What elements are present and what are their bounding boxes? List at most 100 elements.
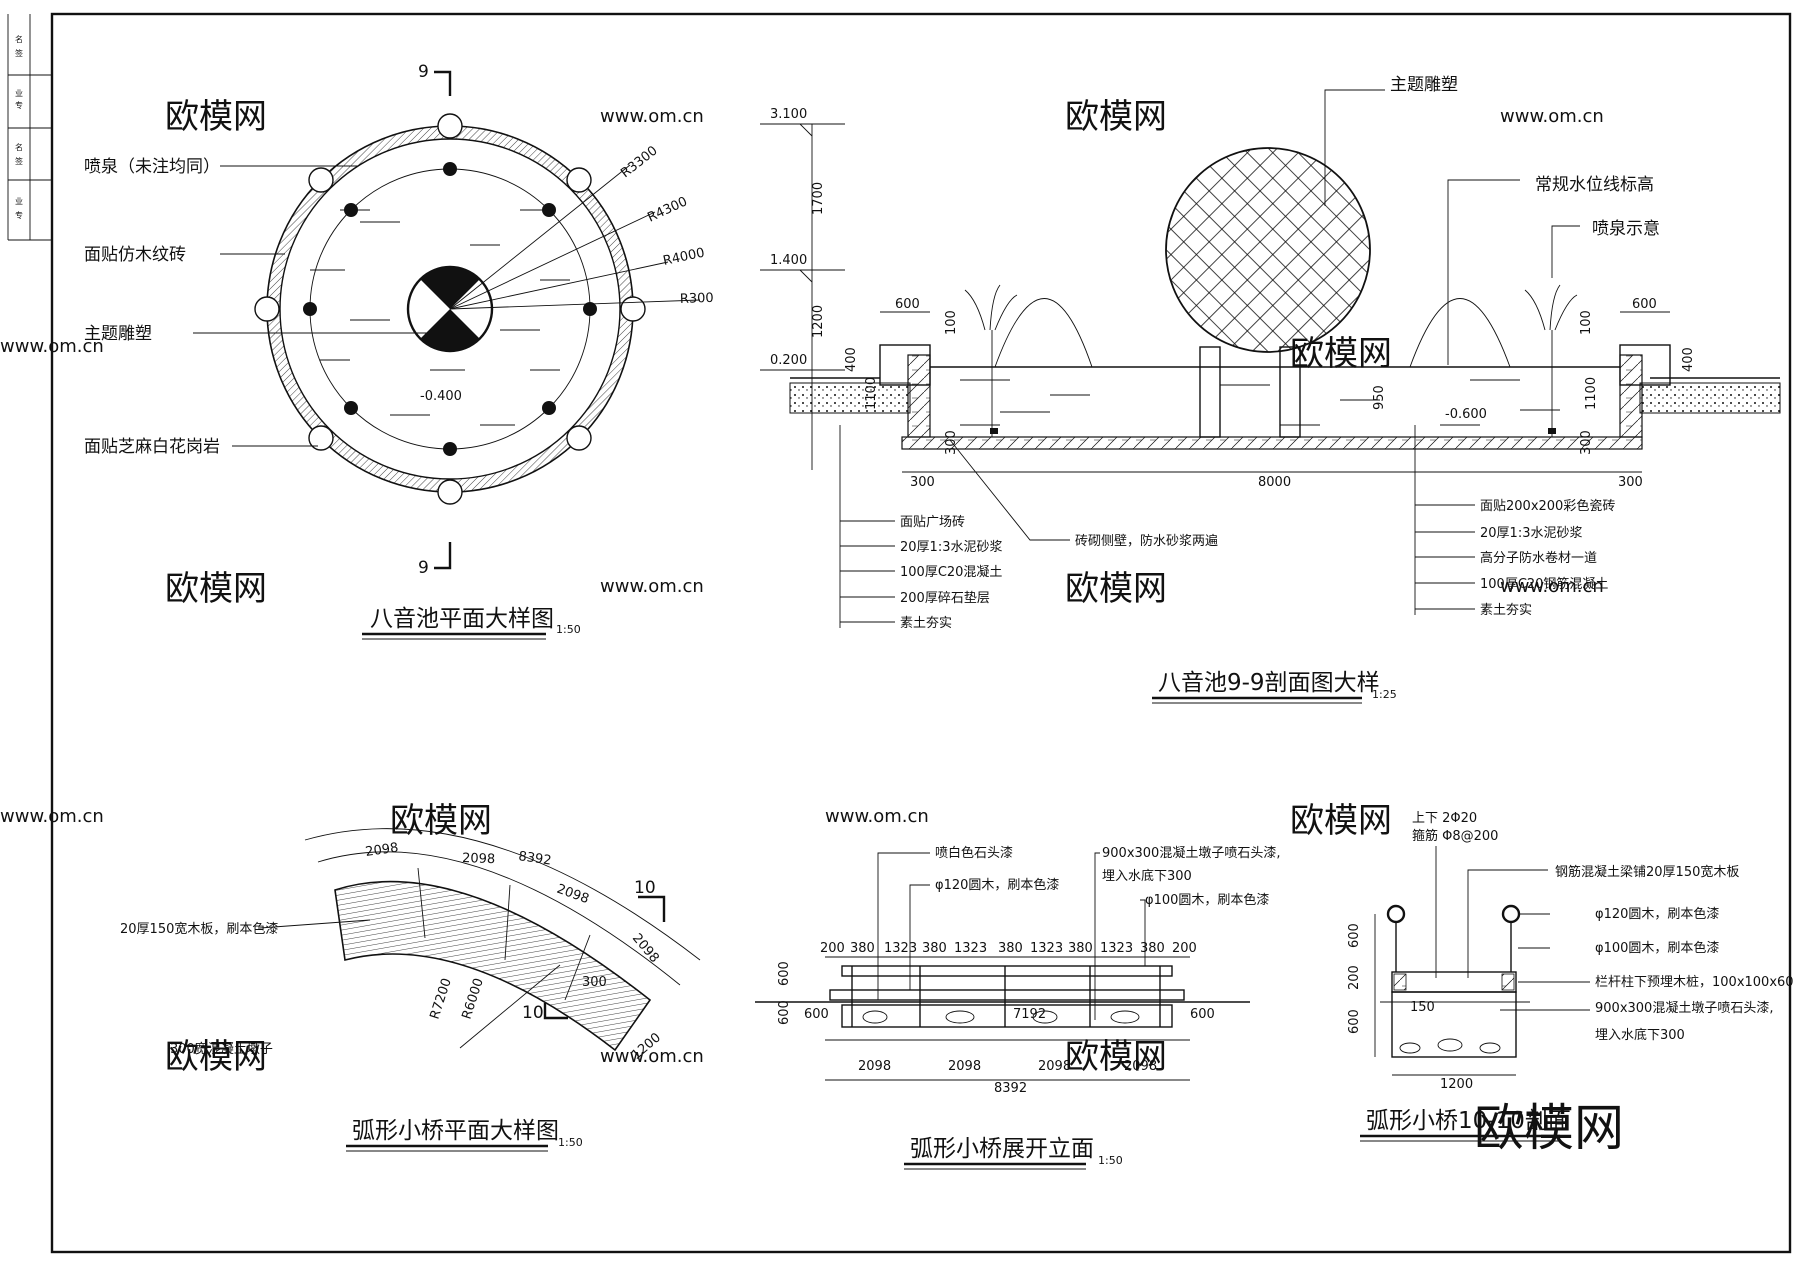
level-label: -0.600 (1445, 407, 1487, 422)
strip-cell: 专 (15, 210, 23, 220)
dim-label: R7200 (428, 977, 455, 1022)
rebar-note: 箍筋 Φ8@200 (1412, 828, 1498, 844)
radius-label: R3300 (618, 143, 660, 181)
dim-label: 300 (582, 975, 607, 990)
vdim: 100 (1579, 310, 1594, 335)
level-label: 3.100 (770, 107, 807, 122)
water-level: -0.400 (420, 389, 462, 404)
strip-cell: 业 (15, 196, 23, 206)
watermark-url: www.om.cn (1500, 576, 1604, 597)
pier-line (841, 1004, 1173, 1028)
strip-cell: 名 (15, 142, 23, 152)
dim-label: 380 (1068, 941, 1093, 956)
level-markers (760, 123, 845, 470)
dim-label: 380 (850, 941, 875, 956)
note-fountain: 喷泉示意 (1592, 219, 1660, 239)
dim-label: 380 (922, 941, 947, 956)
hdim: 600 (895, 297, 920, 312)
rim-stones (254, 113, 646, 505)
dim-label: 1323 (954, 941, 987, 956)
section-mark: 9 (418, 558, 429, 578)
left-coping (879, 344, 931, 386)
dim-label: 2098 (1124, 1059, 1157, 1074)
watermark-url: www.om.cn (600, 576, 704, 597)
note-beam: 钢筋混凝土梁铺20厚150宽木板 (1555, 864, 1739, 880)
vdim: 300 (1579, 430, 1594, 455)
note-paint: 喷白色石头漆 (935, 845, 1013, 861)
sheet-frame: 名 签 业 专 名 签 业 专 (7, 12, 1792, 1254)
layer-note: 面贴广场砖 (900, 515, 965, 530)
strip-cell: 专 (15, 100, 23, 110)
dim-label: 2098 (462, 851, 496, 867)
watermark: 欧模网 (1065, 1037, 1167, 1077)
dim-label: 1323 (1100, 941, 1133, 956)
note-sculpture: 主题雕塑 (1390, 75, 1458, 95)
drawing-title: 弧形小桥平面大样图 (352, 1118, 559, 1144)
layer-note: 100厚C20混凝土 (900, 564, 1002, 580)
dim-label: 2098 (1038, 1059, 1071, 1074)
strip-cell: 签 (15, 48, 23, 58)
watermark: 欧模网 (165, 1037, 267, 1077)
drawing-title: 八音池平面大样图 (370, 606, 554, 632)
pool-plan: R3300 R4300 R4000 R300 -0.400 喷泉（未注均同） 面… (84, 62, 714, 640)
watermark: 欧模网 (390, 801, 492, 841)
section-mark: 10 (634, 878, 656, 898)
note-pier: 300宽混凝土墩子 (170, 1041, 273, 1057)
watermark-url: www.om.cn (600, 106, 704, 127)
hdim: 150 (1410, 1000, 1435, 1015)
drawing-scale: 1:50 (1098, 1154, 1123, 1167)
layer-note: 20厚1:3水泥砂浆 (1480, 526, 1582, 541)
radius-leaders (449, 164, 701, 310)
hdim: 600 (1632, 297, 1657, 312)
posts (851, 966, 1161, 1027)
dim-label: 1323 (1030, 941, 1063, 956)
layer-note: 200厚碎石垫层 (900, 590, 990, 606)
layer-note: 20厚1:3水泥砂浆 (900, 540, 1002, 555)
vdim: 950 (1372, 385, 1387, 410)
vdim: 600 (1347, 923, 1362, 948)
vdim: 1200 (811, 305, 826, 338)
drawing-title: 弧形小桥展开立面 (910, 1136, 1094, 1162)
watermark: 欧模网 (1290, 801, 1392, 841)
note-plank: 20厚150宽木板，刷本色漆 (120, 921, 278, 937)
hdim: 300 (910, 475, 935, 490)
hdim: 1200 (1440, 1077, 1473, 1092)
vdim: 1700 (811, 182, 826, 215)
dim-label: 600 (1190, 1007, 1215, 1022)
wall-note: 砖砌侧壁，防水砂浆两遍 (1075, 533, 1218, 549)
dim-label: 600 (777, 961, 792, 986)
dim-label: 2098 (948, 1059, 981, 1074)
dim-label: 200 (820, 941, 845, 956)
drawing-title: 八音池9-9剖面图大样 (1158, 670, 1380, 696)
rebar-note: 上下 2Φ20 (1412, 811, 1477, 826)
note-wood-tile: 面贴仿木纹砖 (84, 245, 186, 265)
radius-label: R4000 (662, 245, 706, 268)
level-label: 0.200 (770, 353, 807, 368)
bridge-section: 600 200 600 150 1200 上下 2Φ20 箍筋 Φ8@200 钢… (1347, 811, 1794, 1157)
vdim: 200 (1347, 965, 1362, 990)
watermark: 欧模网 (1065, 569, 1167, 609)
hdim: 8000 (1258, 475, 1291, 490)
note-log-2: φ100圆木，刷本色漆 (1145, 892, 1269, 908)
dim-label: 8392 (517, 849, 552, 868)
note-water-level: 常规水位线标高 (1535, 175, 1654, 195)
level-label: 1.400 (770, 253, 807, 268)
bridge-plan: 10 10 2098 2098 8392 2098 2098 R7200 R60… (120, 828, 701, 1152)
note-log-120: φ120圆木，刷本色漆 (1595, 906, 1719, 922)
watermark: 欧模网 (165, 97, 267, 137)
pier-stones (1399, 1038, 1501, 1054)
section-mark: 9 (418, 62, 429, 82)
dim-label: 8392 (994, 1081, 1027, 1096)
layer-note: 素土夯实 (900, 616, 952, 631)
pool-section: 3.100 1.400 0.200 -0.600 1700 1200 400 1… (760, 75, 1781, 704)
note-pier-2: 埋入水底下300 (1595, 1027, 1685, 1043)
drawing-scale: 1:50 (558, 1136, 583, 1149)
log-rail (1501, 904, 1521, 924)
bridge-deck (334, 880, 652, 1052)
dim-label: 2098 (364, 841, 399, 860)
vdim: 400 (1681, 347, 1696, 372)
dim-label: 600 (777, 1000, 792, 1025)
vdim: 100 (944, 310, 959, 335)
fountain-spray (964, 284, 1018, 331)
note-post: 栏杆柱下预埋木桩，100x100x60 (1595, 975, 1794, 990)
